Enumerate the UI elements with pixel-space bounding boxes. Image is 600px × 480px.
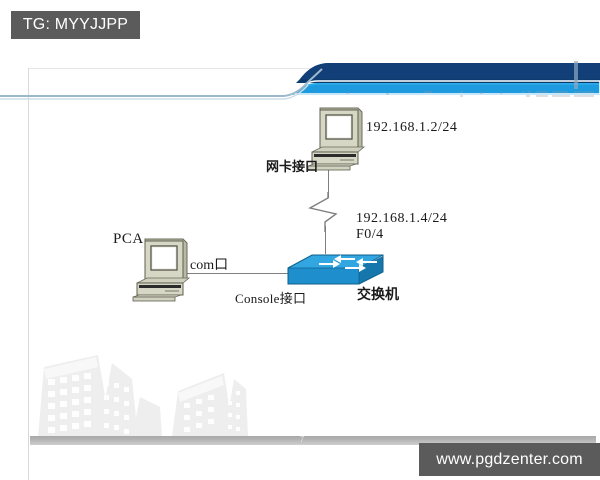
buildings-watermark-decoration	[20, 345, 320, 445]
label-switch-name: 交换机	[357, 288, 399, 303]
node-pc-pca[interactable]	[131, 235, 193, 303]
label-ip-pc-top: 192.168.1.2/24	[366, 120, 458, 135]
slide-banner-decoration	[0, 55, 600, 110]
link-pca-to-switch-console	[178, 273, 288, 274]
watermark-top-left: TG: MYYJJPP	[11, 11, 140, 39]
node-pc-top[interactable]	[306, 104, 368, 172]
label-ip-switch: 192.168.1.4/24	[356, 211, 448, 226]
link-pc-to-zigzag	[328, 168, 329, 198]
label-nic-interface: 网卡接口	[266, 159, 319, 174]
label-pca-name: PCA	[113, 231, 144, 247]
label-switch-port: F0/4	[356, 227, 384, 242]
slide-footer-bar	[30, 436, 596, 445]
link-crossover-zigzag	[306, 192, 350, 232]
banner-tickmarks-decoration	[340, 88, 600, 102]
desktop-computer-icon	[132, 238, 191, 302]
watermark-bottom-right: www.pgdzenter.com	[419, 443, 600, 476]
desktop-computer-icon	[307, 107, 366, 171]
network-switch-icon	[287, 254, 384, 285]
label-console-interface: Console接口	[235, 291, 307, 306]
label-com-port: com口	[190, 258, 229, 273]
node-switch[interactable]	[287, 248, 385, 290]
link-zigzag-to-switch	[325, 226, 326, 254]
page-number: 7	[299, 435, 305, 444]
